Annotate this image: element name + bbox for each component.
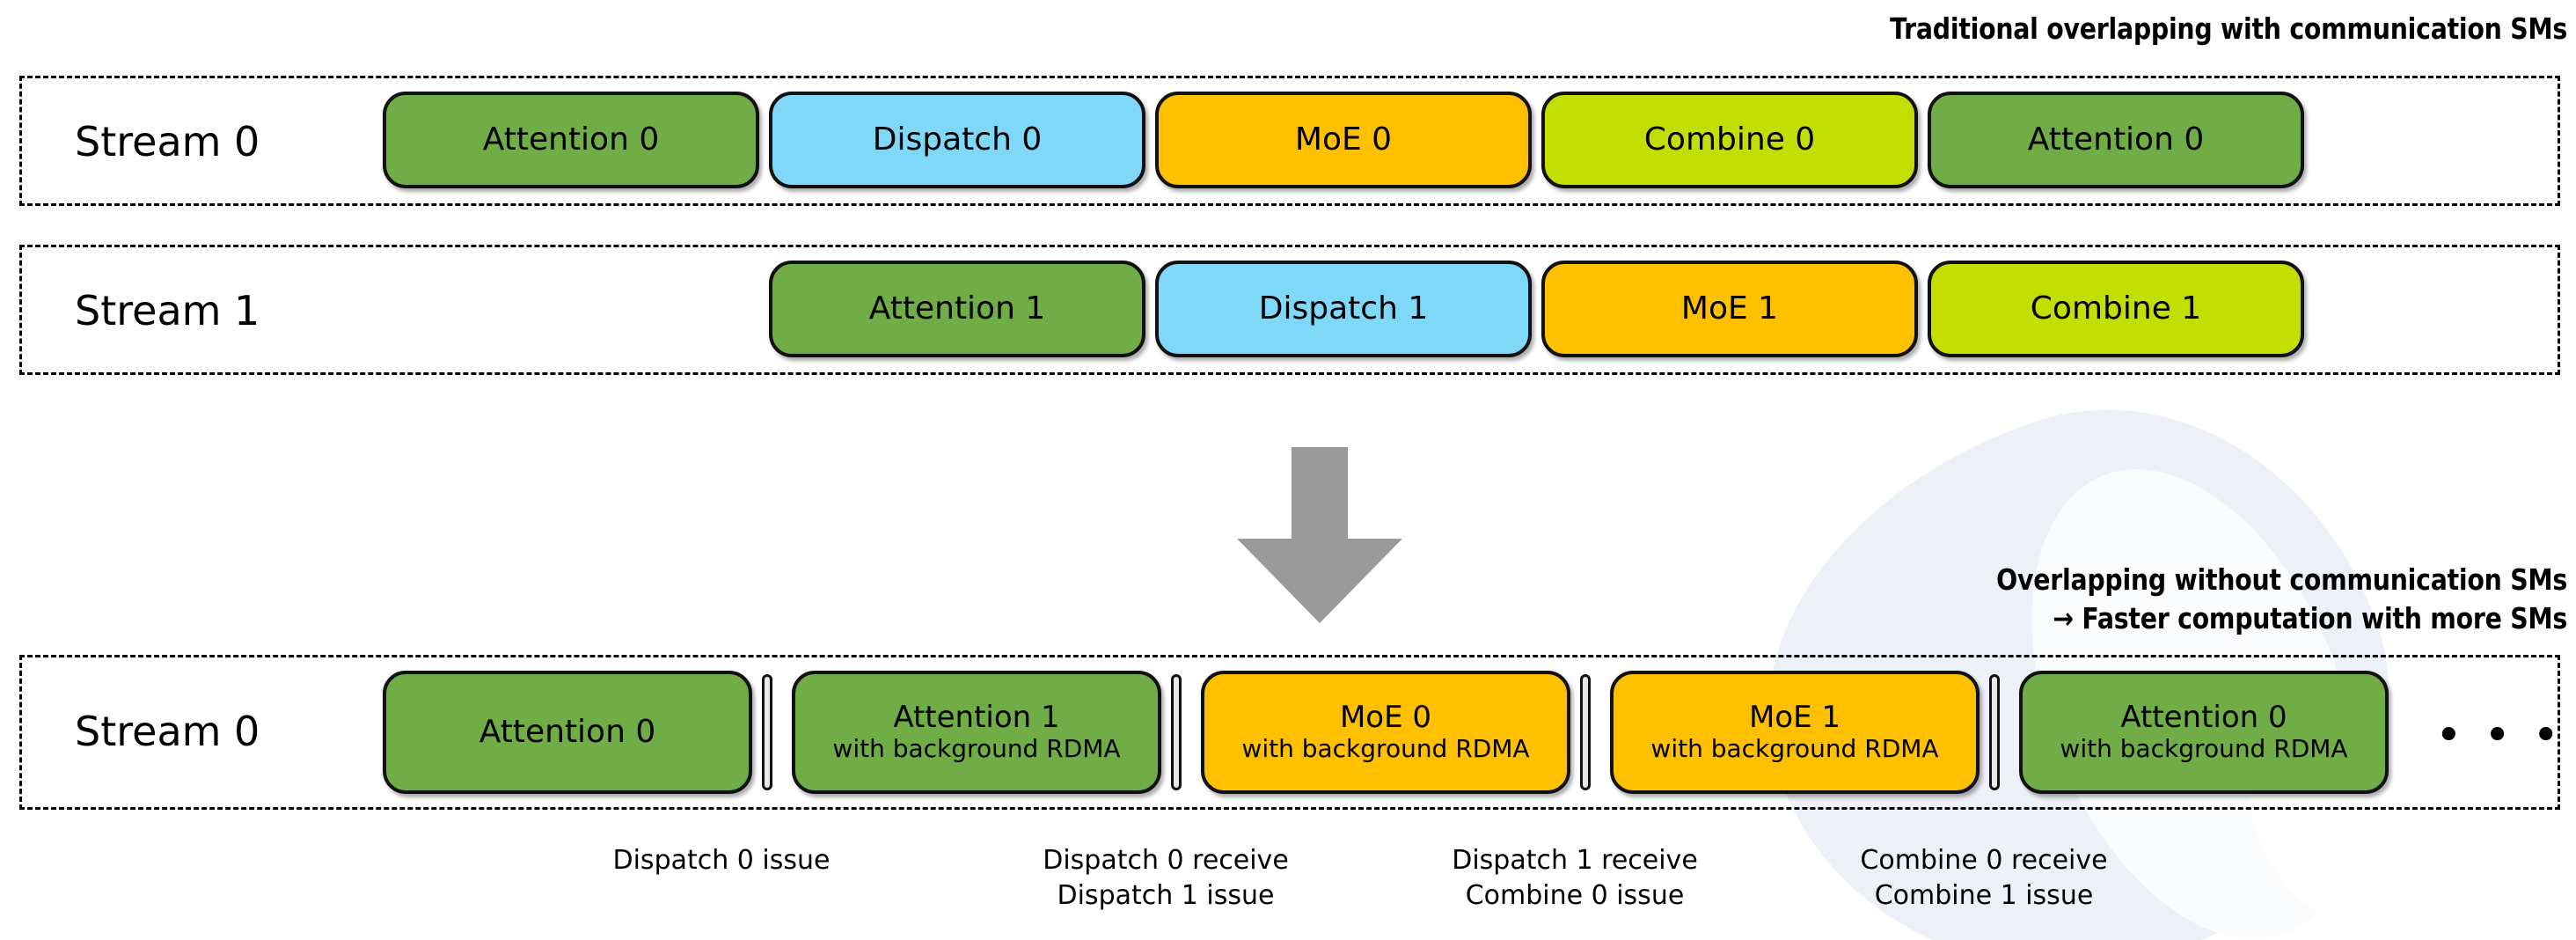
down-arrow-icon: [1223, 447, 1416, 623]
block-title: Attention 1: [868, 290, 1046, 327]
note-dispatch-1-receive: Dispatch 1 receive Combine 0 issue: [1399, 843, 1751, 913]
block-subtitle: with background RDMA: [1241, 734, 1530, 764]
lane-traditional-stream-0: [19, 76, 2560, 206]
block-subtitle: with background RDMA: [832, 734, 1121, 764]
block-dispatch-1-row1[interactable]: Dispatch 1: [1155, 261, 1532, 357]
continuation-ellipsis: • • •: [2435, 709, 2564, 762]
sync-divider-1: [762, 674, 772, 790]
note-line-2: Dispatch 1 issue: [1057, 879, 1275, 911]
heading-optimized-line1: Overlapping without communication SMs: [1996, 562, 2567, 597]
note-line-1: Combine 0 receive: [1860, 845, 2108, 876]
stream-label-optimized-0: Stream 0: [75, 708, 260, 755]
stream-label-traditional-1: Stream 1: [75, 287, 260, 334]
block-attention-0b-row0[interactable]: Attention 0: [1928, 92, 2304, 188]
note-line-1: Dispatch 0 receive: [1043, 845, 1289, 876]
block-title: Attention 0: [482, 121, 660, 158]
block-moe-1-row1[interactable]: MoE 1: [1541, 261, 1918, 357]
block-title: MoE 1: [1748, 699, 1841, 735]
block-dispatch-0-row0[interactable]: Dispatch 0: [769, 92, 1145, 188]
block-title: Combine 0: [1643, 121, 1816, 158]
block-title: MoE 1: [1680, 290, 1779, 327]
note-combine-0-receive: Combine 0 receive Combine 1 issue: [1808, 843, 2160, 913]
heading-traditional: Traditional overlapping with communicati…: [1890, 11, 2567, 46]
note-dispatch-0-issue: Dispatch 0 issue: [545, 843, 897, 878]
block-subtitle: with background RDMA: [2060, 734, 2348, 764]
stream-label-traditional-0: Stream 0: [75, 118, 260, 165]
block-title: Dispatch 1: [1258, 290, 1429, 327]
block-title: Dispatch 0: [872, 121, 1043, 158]
sync-divider-2: [1171, 674, 1182, 790]
block-title: Attention 0: [2120, 699, 2287, 735]
block-moe-0-row0[interactable]: MoE 0: [1155, 92, 1532, 188]
lane-traditional-stream-1: [19, 245, 2560, 375]
block-opt-moe-0[interactable]: MoE 0 with background RDMA: [1201, 671, 1570, 794]
block-title: MoE 0: [1294, 121, 1393, 158]
block-title: Attention 0: [2027, 121, 2205, 158]
note-line-1: Dispatch 1 receive: [1452, 845, 1698, 876]
block-title: MoE 0: [1339, 699, 1432, 735]
block-subtitle: with background RDMA: [1650, 734, 1939, 764]
block-title: Attention 0: [479, 714, 656, 751]
note-dispatch-0-receive: Dispatch 0 receive Dispatch 1 issue: [990, 843, 1342, 913]
block-opt-moe-1[interactable]: MoE 1 with background RDMA: [1610, 671, 1980, 794]
note-line-1: Dispatch 0 issue: [612, 845, 831, 876]
block-opt-attention-0b[interactable]: Attention 0 with background RDMA: [2019, 671, 2389, 794]
block-title: Attention 1: [893, 699, 1060, 735]
note-line-2: Combine 0 issue: [1465, 879, 1685, 911]
block-attention-0-row0[interactable]: Attention 0: [383, 92, 759, 188]
block-combine-0-row0[interactable]: Combine 0: [1541, 92, 1918, 188]
sync-divider-3: [1580, 674, 1591, 790]
block-opt-attention-0[interactable]: Attention 0: [383, 671, 752, 794]
block-title: Combine 1: [2030, 290, 2202, 327]
block-opt-attention-1[interactable]: Attention 1 with background RDMA: [792, 671, 1161, 794]
heading-optimized-line2: → Faster computation with more SMs: [2053, 601, 2567, 635]
note-line-2: Combine 1 issue: [1874, 879, 2094, 911]
block-attention-1-row1[interactable]: Attention 1: [769, 261, 1145, 357]
lane-optimized-stream-0: [19, 655, 2560, 810]
block-combine-1-row1[interactable]: Combine 1: [1928, 261, 2304, 357]
sync-divider-4: [1989, 674, 2000, 790]
